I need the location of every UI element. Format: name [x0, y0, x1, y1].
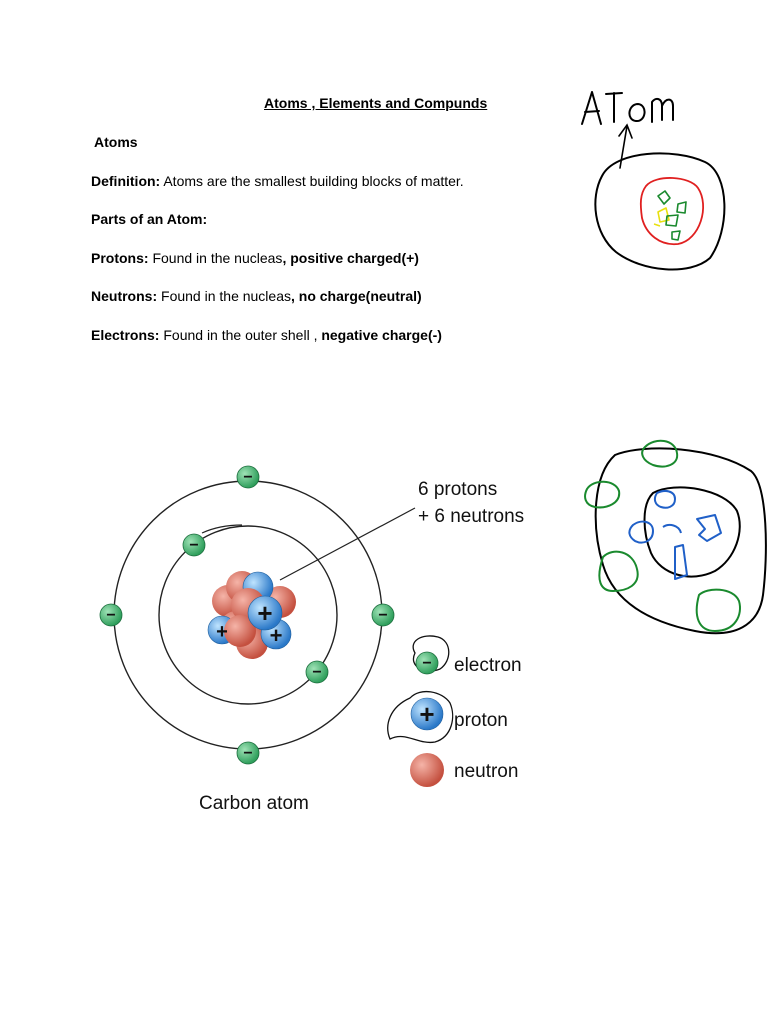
electron: − [305, 660, 329, 684]
nucleus-sketch-particles [653, 190, 687, 241]
electrons-label: Electrons: [91, 327, 160, 343]
diagram-caption: Carbon atom [199, 793, 309, 814]
legend-electron: − electron [412, 635, 522, 676]
definition-label: Definition: [91, 173, 161, 189]
neutrons-label: Neutrons: [91, 288, 158, 304]
svg-text:−: − [106, 607, 115, 624]
inner-orbit [158, 525, 338, 705]
svg-text:+: + [419, 699, 434, 729]
legend-neutron-label: neutron [454, 761, 518, 782]
proton-symbol: + [257, 598, 272, 628]
legend-neutron: neutron [410, 753, 518, 787]
document-title: Atoms , Elements and Compunds [264, 95, 488, 111]
proton-symbol: + [270, 623, 283, 648]
proton [247, 595, 283, 631]
electrons: − − − − − − [99, 465, 395, 765]
neutrons-emphasis: , no charge(neutral) [291, 288, 422, 304]
atom-sketch-top [581, 91, 726, 271]
nucleus-pointer-line [279, 507, 416, 581]
protons-emphasis: , positive charged(+) [282, 250, 419, 266]
electrons-line: Electrons: Found in the outer shell , ne… [91, 327, 442, 343]
svg-text:−: − [378, 607, 387, 624]
proton-sketches [628, 490, 722, 580]
atom-sketch-outline [594, 447, 767, 635]
protons-line: Protons: Found in the nucleas, positive … [91, 250, 419, 266]
electron: − [182, 533, 206, 557]
neutron [224, 615, 256, 647]
legend-electron-label: electron [454, 655, 522, 676]
electrons-emphasis: negative charge(-) [321, 327, 442, 343]
electron-pointer-scribble [201, 524, 243, 534]
electron: − [99, 603, 123, 627]
atom-handwritten-word [581, 91, 674, 125]
nucleus-label-neutrons: + 6 neutrons [418, 506, 524, 527]
nucleus-sketch-outline [639, 177, 704, 246]
electron: − [236, 741, 260, 765]
atom-sketch-bottom [584, 439, 767, 635]
legend: − electron + proton neutron [387, 635, 522, 787]
parts-heading: Parts of an Atom: [91, 211, 208, 227]
electrons-text: Found in the outer shell , [159, 327, 322, 343]
neutrons-text: Found in the nucleas [157, 288, 291, 304]
svg-text:−: − [189, 537, 198, 554]
nucleus-label-protons: 6 protons [418, 479, 497, 500]
svg-text:−: − [243, 469, 252, 486]
electron: − [236, 465, 260, 489]
protons-text: Found in the nucleas [148, 250, 283, 266]
nucleus-sketch-outline [643, 486, 741, 578]
arrow-icon [618, 123, 633, 169]
atom-sketch-outline [594, 152, 726, 271]
electron: − [371, 603, 395, 627]
proton-symbol: + [216, 621, 228, 643]
neutrons-line: Neutrons: Found in the nucleas, no charg… [91, 288, 422, 304]
svg-text:−: − [312, 664, 321, 681]
legend-proton-label: proton [454, 710, 508, 731]
definition-text: Atoms are the smallest building blocks o… [160, 173, 464, 189]
svg-text:−: − [422, 655, 431, 672]
svg-text:−: − [243, 745, 252, 762]
carbon-atom-diagram: + + + − − − − − [99, 465, 524, 814]
electron-sketches [584, 439, 741, 632]
section-heading-atoms: Atoms [94, 134, 138, 150]
legend-proton: + proton [387, 690, 508, 744]
protons-label: Protons: [91, 250, 149, 266]
definition-line: Definition: Atoms are the smallest build… [91, 173, 464, 189]
nucleus: + + + [207, 571, 296, 659]
